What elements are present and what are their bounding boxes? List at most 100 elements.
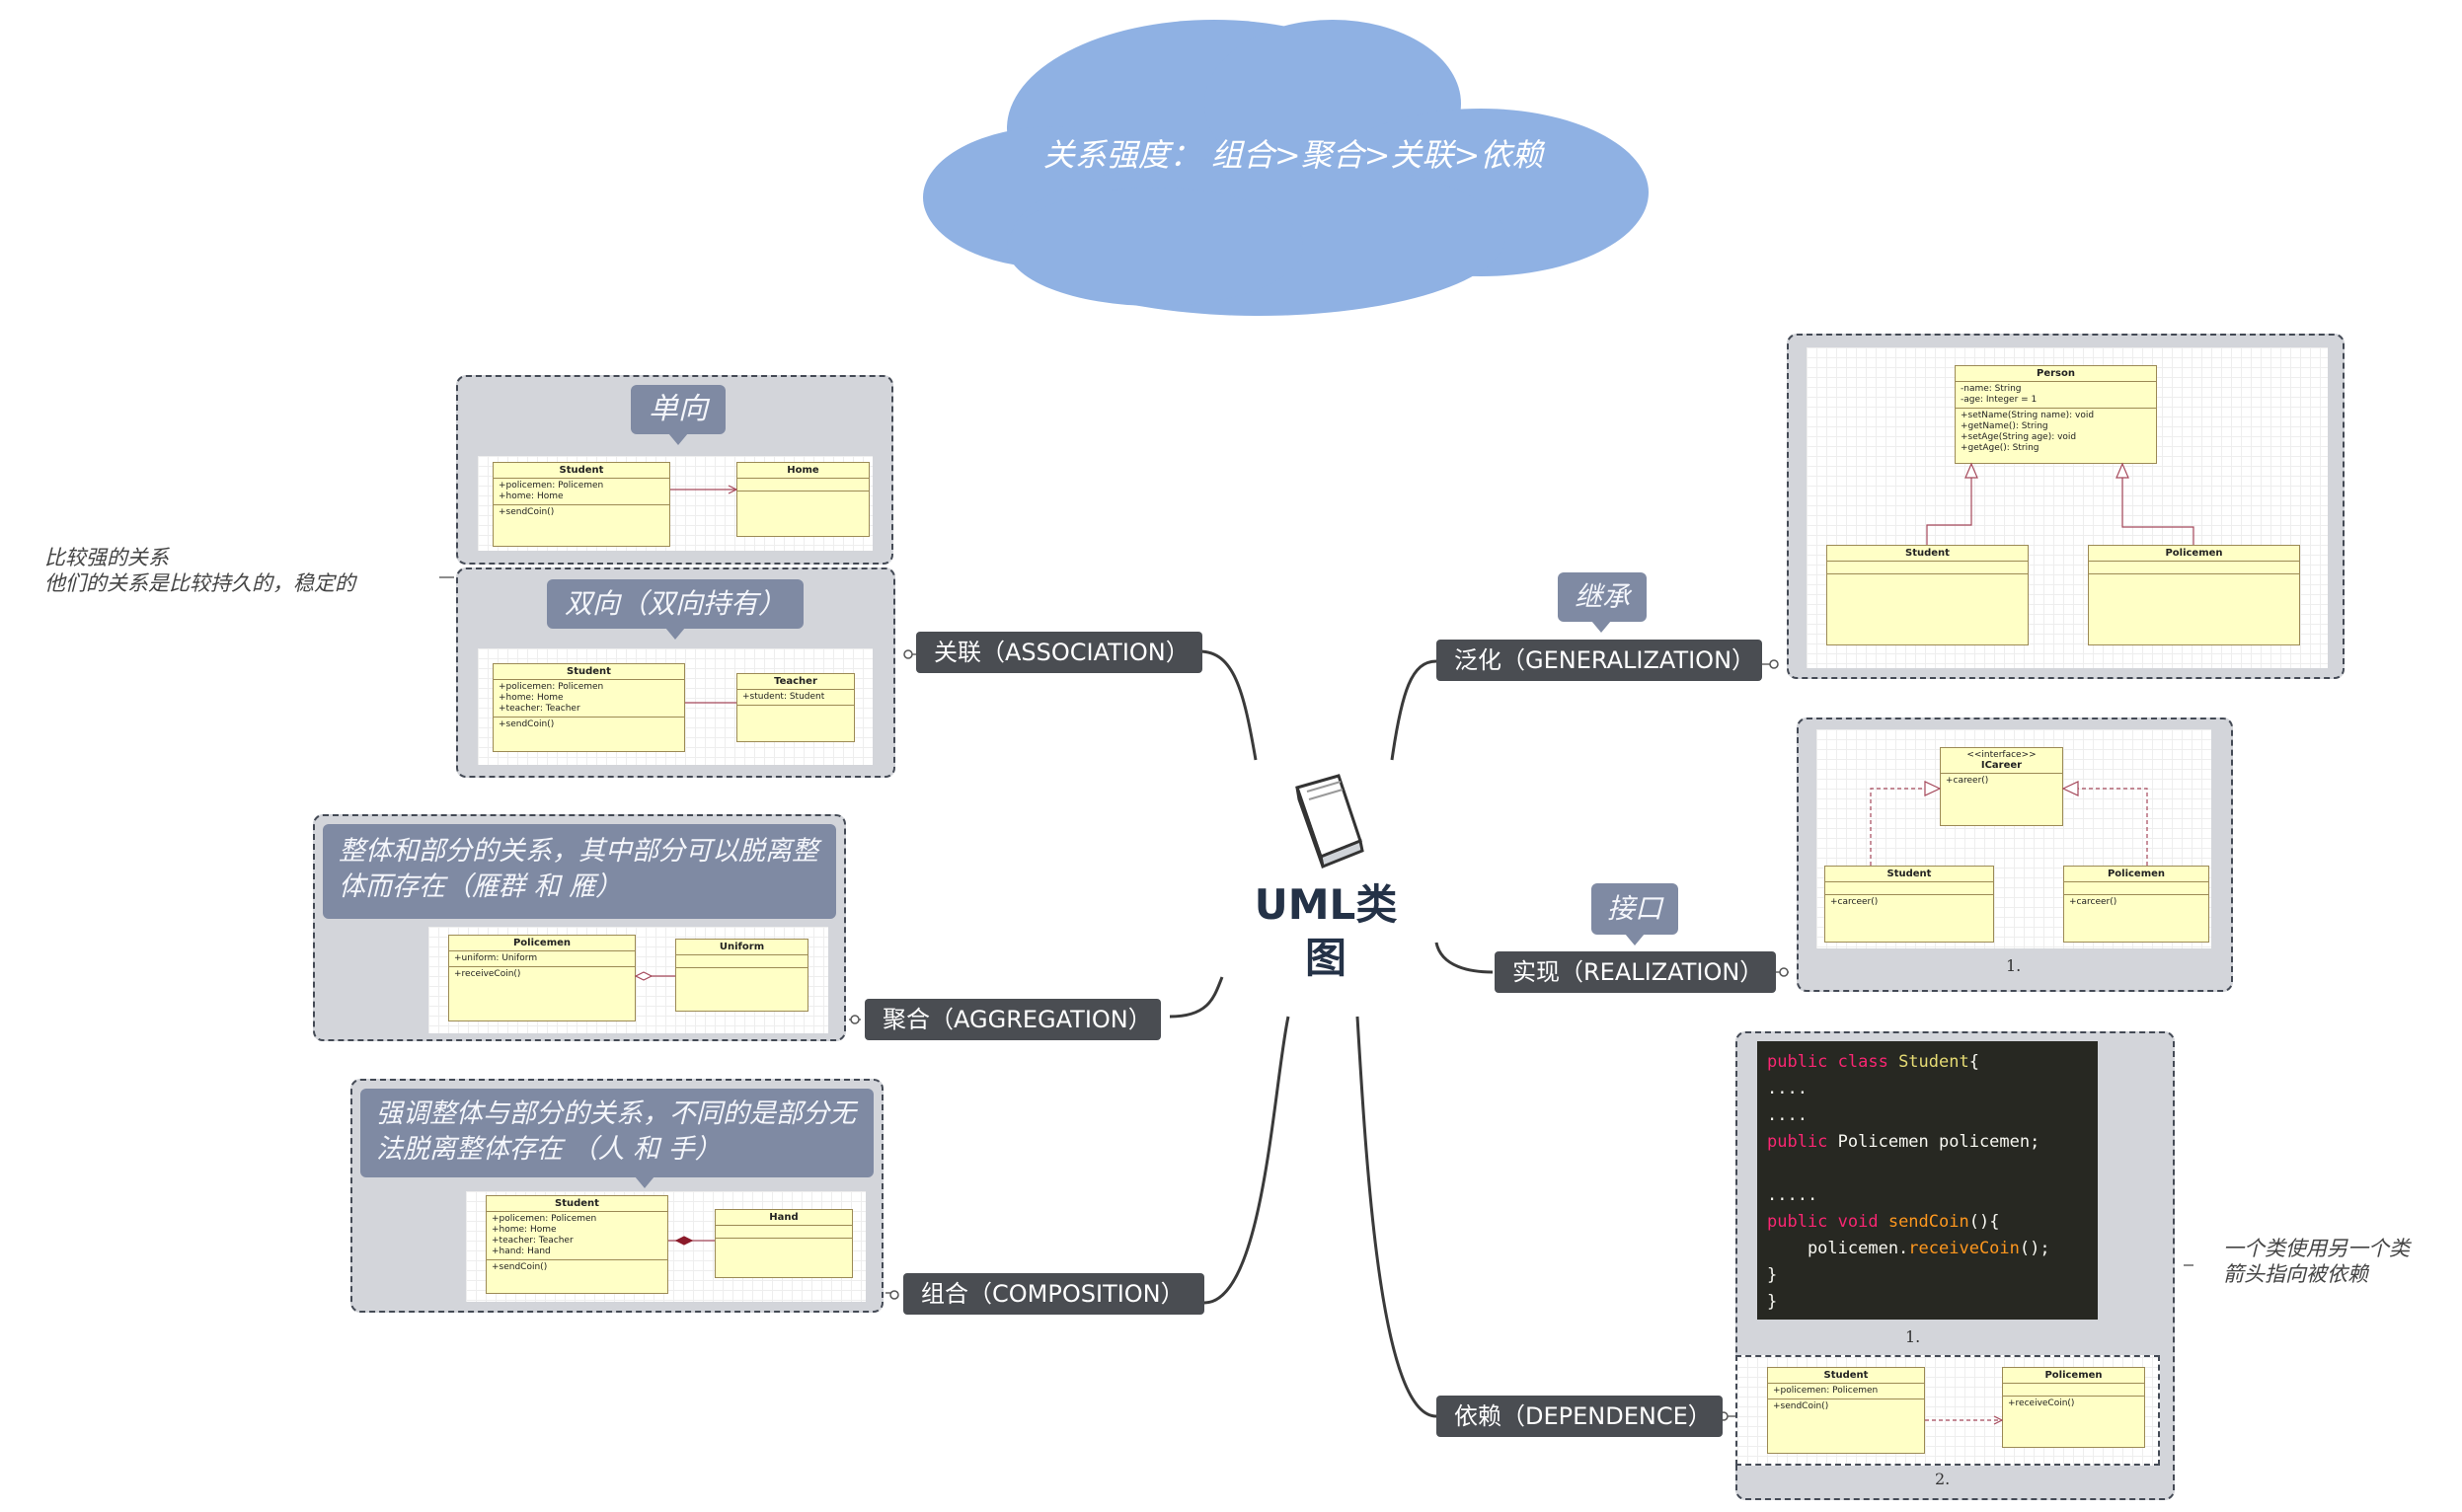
- uml-op: +sendCoin(): [499, 719, 555, 729]
- generalization-panel[interactable]: Person -name: String-age: Integer = 1 +s…: [1787, 334, 2345, 679]
- uml-class-student[interactable]: Student +carceer(): [1824, 866, 1994, 943]
- uml-class-policemen[interactable]: Policemen: [2088, 545, 2300, 645]
- code-line: ....: [1767, 1079, 1808, 1098]
- uml-attr: +policemen: Policemen: [499, 682, 604, 692]
- uml-class-policemen[interactable]: Policemen +carceer(): [2063, 866, 2209, 943]
- uml-ops: +sendCoin(): [1768, 1399, 1924, 1414]
- uml-name: ICareer: [1980, 760, 2023, 771]
- callout-tail: [1591, 621, 1611, 633]
- connector-generalization: [1390, 659, 1437, 761]
- uml-attrs: [2003, 1384, 2144, 1397]
- central-topic[interactable]: UML类图: [1242, 770, 1420, 997]
- generalization-node[interactable]: 泛化（GENERALIZATION）: [1436, 640, 1762, 681]
- uml-ops: +receiveCoin(): [2003, 1397, 2144, 1411]
- uml-class-student[interactable]: Student: [1826, 545, 2029, 645]
- composition-callout[interactable]: 强调整体与部分的关系，不同的是部分无法脱离整体存在 （人 和 手）: [360, 1089, 874, 1188]
- uml-op: +carceer(): [2069, 897, 2117, 907]
- uml-ops: +carceer(): [1825, 895, 1993, 910]
- strength-cloud[interactable]: 关系强度： 组合>聚合>关联>依赖: [908, 10, 1678, 321]
- uml-attr: +policemen: Policemen: [1773, 1386, 1879, 1396]
- uml-class-home[interactable]: Home: [736, 462, 870, 537]
- aggregation-uml-canvas: Policemen +uniform: Uniform +receiveCoin…: [428, 927, 828, 1033]
- uml-class-student[interactable]: Student +policemen: Policemen +sendCoin(…: [1767, 1367, 1925, 1454]
- association-line: [685, 702, 736, 704]
- uml-class-name: Policemen: [2089, 546, 2299, 562]
- uml-attr: +home: Home: [492, 1225, 557, 1235]
- callout-tail: [635, 1176, 654, 1188]
- uml-class-person[interactable]: Person -name: String-age: Integer = 1 +s…: [1955, 365, 2157, 464]
- uml-class-student[interactable]: Student +policemen: Policemen+home: Home…: [493, 663, 685, 752]
- uml-attr: +home: Home: [499, 491, 564, 501]
- uml-class-name: Student: [1825, 867, 1993, 882]
- dependence-note: 一个类使用另一个类 箭头指向被依赖: [2223, 1236, 2410, 1287]
- uml-ops: +receiveCoin(): [449, 967, 635, 982]
- association-note-line-2: 他们的关系是比较持久的，稳定的: [44, 571, 355, 595]
- aggregation-callout[interactable]: 整体和部分的关系，其中部分可以脱离整体而存在（雁群 和 雁）: [323, 824, 836, 919]
- uml-attr: +hand: Hand: [492, 1247, 551, 1256]
- uml-op: +sendCoin(): [1773, 1401, 1829, 1411]
- association-two-way-panel[interactable]: 双向（双向持有） Student +policemen: Policemen+h…: [456, 567, 895, 778]
- dependence-panel[interactable]: public class Student{........public Poli…: [1735, 1031, 2175, 1500]
- realization-callout[interactable]: 接口: [1591, 883, 1678, 945]
- aggregation-panel[interactable]: 整体和部分的关系，其中部分可以脱离整体而存在（雁群 和 雁） Policemen…: [313, 814, 846, 1041]
- uml-attr: +policemen: Policemen: [499, 481, 604, 491]
- code-line: policemen.receiveCoin();: [1767, 1239, 2050, 1258]
- uml-class-hand[interactable]: Hand: [715, 1209, 853, 1278]
- uml-attrs: [1825, 882, 1993, 895]
- composition-uml-canvas: Student +policemen: Policemen+home: Home…: [466, 1191, 866, 1302]
- uml-op: +setAge(String age): void: [1961, 432, 2077, 442]
- realization-panel[interactable]: <<interface>>ICareer +career() Student +…: [1797, 718, 2233, 992]
- generalization-callout[interactable]: 继承: [1558, 572, 1647, 633]
- code-line: ....: [1767, 1105, 1808, 1125]
- book-icon: [1295, 774, 1364, 869]
- connector-dependence: [1355, 1016, 1437, 1418]
- uml-attrs: [2089, 562, 2299, 574]
- uml-class-policemen[interactable]: Policemen +uniform: Uniform +receiveCoin…: [448, 935, 636, 1021]
- uml-stereotype: <<interface>>: [1966, 750, 2037, 760]
- uml-class-name: Student: [494, 463, 669, 479]
- uml-class-student[interactable]: Student +policemen: Policemen+home: Home…: [493, 462, 670, 547]
- aggregation-node[interactable]: 聚合（AGGREGATION）: [865, 999, 1161, 1040]
- association-one-way-panel[interactable]: 单向 Student +policemen: Policemen+home: H…: [456, 375, 893, 565]
- uml-attr: +policemen: Policemen: [492, 1214, 597, 1224]
- uml-interface-icareer[interactable]: <<interface>>ICareer +career(): [1940, 747, 2063, 826]
- composition-node[interactable]: 组合（COMPOSITION）: [903, 1273, 1204, 1315]
- dependence-arrow: [1925, 1415, 2004, 1425]
- realization-label: 实现（REALIZATION）: [1512, 958, 1764, 986]
- uml-ops: +sendCoin(): [487, 1260, 667, 1275]
- code-line: public Policemen policemen;: [1767, 1132, 2040, 1152]
- uml-op: +carceer(): [1830, 897, 1879, 907]
- uml-ops: +setName(String name): void+getName(): S…: [1956, 409, 2156, 456]
- composition-panel[interactable]: 强调整体与部分的关系，不同的是部分无法脱离整体存在 （人 和 手） Studen…: [350, 1079, 884, 1313]
- uml-attrs: [2064, 882, 2208, 895]
- association-label: 关联（ASSOCIATION）: [934, 639, 1190, 666]
- code-line: }: [1767, 1265, 1778, 1285]
- realization-node[interactable]: 实现（REALIZATION）: [1495, 951, 1776, 993]
- uml-op: +sendCoin(): [492, 1262, 548, 1272]
- dependence-label: 依赖（DEPENDENCE）: [1454, 1402, 1712, 1430]
- uml-op: +career(): [1946, 776, 1989, 786]
- uml-attrs: +policemen: Policemen+home: Home+teacher…: [487, 1212, 667, 1260]
- connector-composition: [1203, 1016, 1290, 1305]
- uml-class-uniform[interactable]: Uniform: [675, 939, 808, 1012]
- cloud-text: 关系强度： 组合>聚合>关联>依赖: [1042, 136, 1544, 174]
- uml-class-name: Student: [1768, 1368, 1924, 1384]
- uml-class-name: Policemen: [449, 936, 635, 951]
- uml-class-name: Policemen: [2003, 1368, 2144, 1384]
- uml-op: +getName(): String: [1961, 421, 2048, 431]
- uml-class-student[interactable]: Student +policemen: Policemen+home: Home…: [486, 1195, 668, 1294]
- uml-attrs: +student: Student: [737, 690, 854, 706]
- uml-op: +sendCoin(): [499, 507, 555, 517]
- two-way-callout[interactable]: 双向（双向持有）: [547, 579, 804, 640]
- uml-class-teacher[interactable]: Teacher +student: Student: [736, 673, 855, 742]
- one-way-callout[interactable]: 单向: [631, 385, 726, 445]
- uml-op: +setName(String name): void: [1961, 411, 2095, 420]
- uml-ops: +career(): [1941, 774, 2062, 789]
- uml-attrs: [676, 955, 808, 968]
- realization-uml-canvas: <<interface>>ICareer +career() Student +…: [1816, 729, 2211, 948]
- uml-class-policemen[interactable]: Policemen +receiveCoin(): [2002, 1367, 2145, 1448]
- uml-attr: +student: Student: [742, 692, 825, 702]
- dependence-node[interactable]: 依赖（DEPENDENCE）: [1436, 1396, 1723, 1437]
- association-node[interactable]: 关联（ASSOCIATION）: [916, 632, 1202, 673]
- composition-label: 组合（COMPOSITION）: [921, 1280, 1185, 1308]
